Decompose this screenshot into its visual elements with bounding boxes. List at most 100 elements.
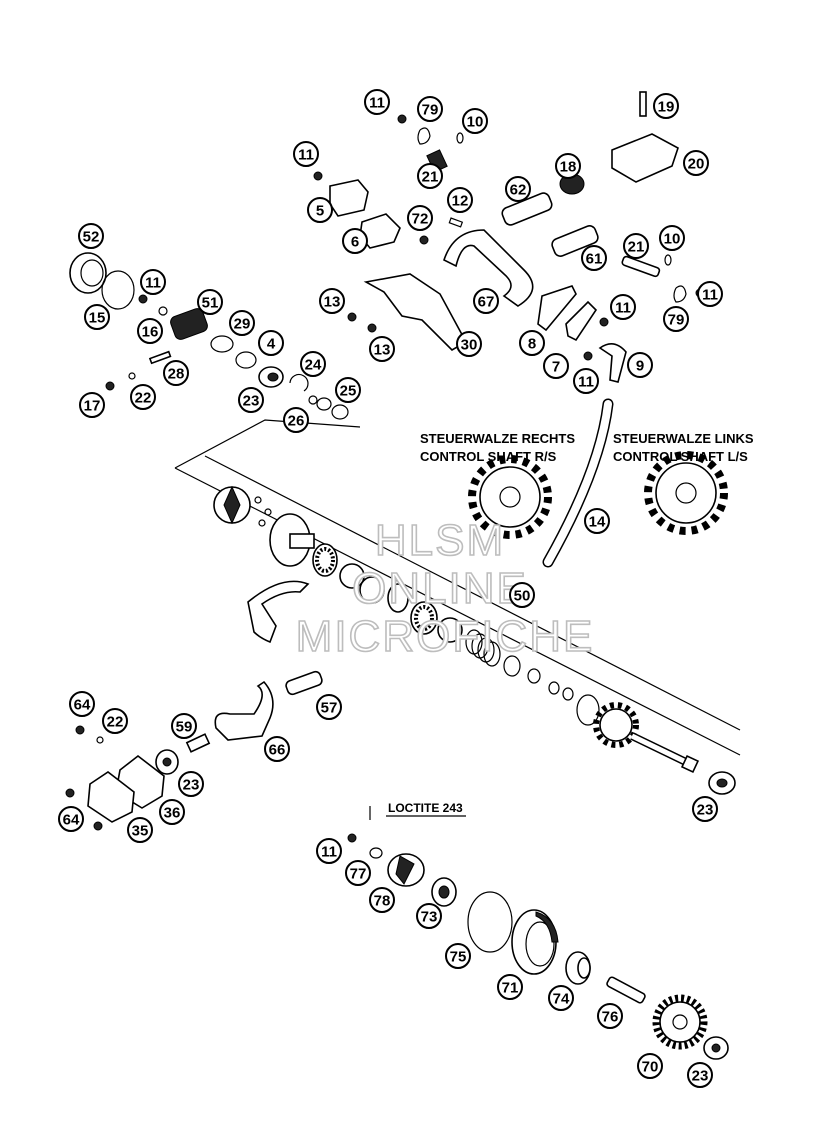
callout-number: 23	[697, 802, 714, 819]
part-disk-71	[511, 909, 559, 975]
part-bushing-51	[170, 308, 208, 340]
callout-number: 16	[142, 324, 159, 341]
callout-15: 15	[84, 304, 110, 330]
callout-79: 79	[417, 96, 443, 122]
callout-22: 22	[102, 708, 128, 734]
part-washer-b	[387, 583, 409, 613]
callout-number: 11	[615, 300, 631, 317]
callout-30: 30	[456, 331, 482, 357]
part-screw-59	[185, 733, 211, 753]
callout-number: 29	[234, 316, 251, 333]
callout-23: 23	[687, 1062, 713, 1088]
callout-number: 8	[528, 336, 536, 353]
part-sprocket	[593, 702, 639, 748]
watermark-line-1: HLSM	[375, 516, 505, 565]
callout-number: 79	[668, 312, 685, 329]
callout-79: 79	[663, 306, 689, 332]
callout-62: 62	[505, 176, 531, 202]
callout-number: 4	[267, 336, 276, 353]
callout-number: 59	[176, 719, 193, 736]
callout-number: 35	[132, 823, 149, 840]
callout-26: 26	[283, 407, 309, 433]
part-washer-16	[158, 306, 168, 316]
callout-number: 14	[589, 514, 606, 531]
part-impeller-78	[387, 853, 425, 887]
callout-7: 7	[543, 353, 569, 379]
callout-number: 73	[421, 909, 438, 926]
callout-number: 26	[288, 413, 305, 430]
part-bearing-74	[565, 951, 591, 985]
callout-number: 24	[305, 357, 322, 374]
callout-71: 71	[497, 974, 523, 1000]
watermark-line-3: MICROFICHE	[296, 612, 595, 661]
part-block-20	[611, 133, 679, 183]
callout-18: 18	[555, 153, 581, 179]
part-screw-11-left	[138, 294, 148, 304]
callout-number: 9	[636, 358, 644, 375]
callout-17: 17	[79, 392, 105, 418]
part-centrifugal-disk	[269, 513, 315, 567]
callout-number: 15	[89, 310, 106, 327]
control-shaft-right-en: CONTROL SHAFT R/S	[420, 449, 557, 464]
callout-number: 12	[452, 193, 469, 210]
callout-number: 19	[658, 99, 675, 116]
callout-number: 22	[135, 390, 152, 407]
part-screw-64-a	[75, 725, 85, 735]
callout-number: 11	[145, 275, 161, 292]
part-washer-4	[235, 351, 257, 369]
part-screw-11-top2	[397, 114, 407, 124]
callout-number: 11	[298, 147, 314, 164]
callout-74: 74	[548, 985, 574, 1011]
callout-number: 64	[74, 697, 91, 714]
callout-number: 5	[316, 203, 324, 220]
part-washer-small-b	[316, 397, 332, 411]
callout-11: 11	[364, 89, 390, 115]
assembly-axis-line-2	[204, 455, 741, 731]
part-impeller	[213, 485, 251, 525]
callout-21: 21	[623, 233, 649, 259]
callout-number: 11	[369, 95, 385, 112]
control-shaft-left-en: CONTROL SHAFT L/S	[613, 449, 748, 464]
part-gear-70	[652, 994, 708, 1050]
callout-number: 7	[552, 359, 560, 376]
callout-number: 70	[642, 1059, 659, 1076]
part-screw-11-mid	[599, 317, 609, 327]
callout-number: 11	[578, 374, 594, 391]
part-cover-7	[565, 300, 598, 342]
callout-number: 75	[450, 949, 467, 966]
part-shaft-57	[285, 670, 323, 696]
callout-35: 35	[127, 817, 153, 843]
callout-73: 73	[416, 903, 442, 929]
control-shaft-left-de: STEUERWALZE LINKS	[613, 431, 754, 446]
callout-36: 36	[159, 799, 185, 825]
part-pin-12	[448, 217, 464, 228]
callout-23: 23	[692, 796, 718, 822]
part-washer-22-b	[96, 736, 104, 744]
callout-number: 77	[350, 866, 367, 883]
callout-67: 67	[473, 288, 499, 314]
part-washer-25	[331, 404, 349, 420]
callout-number: 23	[243, 393, 260, 410]
callout-61: 61	[581, 245, 607, 271]
callout-28: 28	[163, 360, 189, 386]
callout-6: 6	[342, 228, 368, 254]
callout-20: 20	[683, 150, 709, 176]
callout-12: 12	[447, 187, 473, 213]
callout-8: 8	[519, 330, 545, 356]
callout-72: 72	[407, 205, 433, 231]
callout-number: 51	[202, 295, 219, 312]
part-bearing-73	[431, 877, 457, 907]
callout-number: 57	[321, 700, 338, 717]
callout-11: 11	[140, 269, 166, 295]
callout-number: 52	[83, 229, 100, 246]
callout-number: 21	[422, 169, 439, 186]
callout-5: 5	[307, 197, 333, 223]
callout-76: 76	[597, 1003, 623, 1029]
callout-number: 6	[351, 234, 359, 251]
part-arm-67	[443, 229, 534, 307]
callout-23: 23	[178, 771, 204, 797]
callout-70: 70	[637, 1053, 663, 1079]
callout-number: 20	[688, 156, 705, 173]
bracket-upper	[174, 419, 361, 469]
